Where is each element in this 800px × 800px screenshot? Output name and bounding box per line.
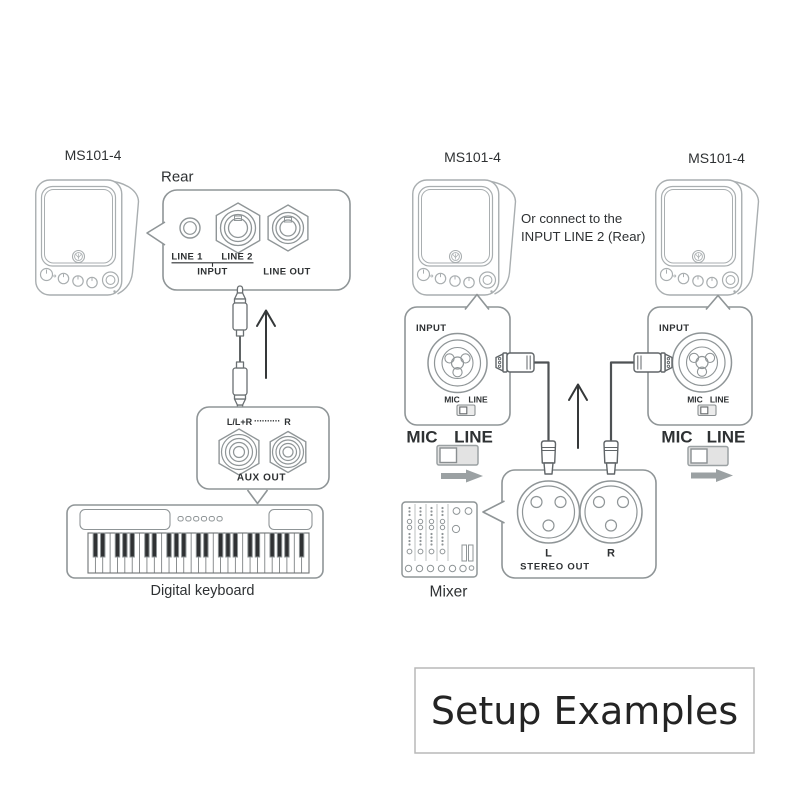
keyboard-label: Digital keyboard [151, 583, 255, 599]
aux-out-panel: L/L+R ·········· R AUX OUT [196, 406, 330, 505]
title-box: Setup Examples [414, 667, 755, 754]
up-arrow-left [256, 309, 276, 379]
piano-keys [92, 532, 305, 573]
keyboard-buttons [177, 516, 223, 522]
line2-jack [215, 202, 261, 254]
speaker-center-label: MS101-4 [444, 149, 501, 165]
xlr-plug-onto-stereo-l [540, 440, 557, 475]
line-large-right: LINE [707, 428, 746, 447]
phone-plug-bottom [232, 361, 248, 413]
input-bracket [171, 262, 254, 267]
line1-label: LINE 1 [171, 252, 203, 263]
rear-input-label: INPUT [197, 267, 228, 278]
note-line2: INPUT LINE 2 (Rear) [521, 229, 645, 244]
setup-examples-title: Setup Examples [431, 689, 738, 733]
stereo-out-label: STEREO OUT [520, 562, 590, 573]
note-line1: Or connect to the [521, 211, 622, 226]
mic-line-switch-left [436, 444, 479, 466]
stereo-out-panel: L R STEREO OUT [482, 469, 657, 579]
xlr-out-left [516, 480, 581, 544]
input-right-label: INPUT [659, 323, 690, 334]
aux-right-jack-label: R [284, 417, 291, 427]
speaker-left [35, 179, 140, 296]
rear-panel-pointer [146, 221, 166, 246]
mic-large-left: MIC [406, 428, 437, 447]
input-panel-left-pointer [464, 293, 490, 310]
digital-keyboard [66, 504, 324, 579]
aux-jack-right [269, 430, 307, 474]
line-small-left: LINE [468, 395, 488, 405]
xlr-cable-right [603, 352, 673, 475]
line-out-jack [267, 204, 309, 252]
aux-left-jack-label: L/L+R [227, 417, 253, 427]
line-small-right: LINE [710, 395, 730, 405]
mic-small-left: MIC [444, 395, 460, 405]
line2-label: LINE 2 [221, 252, 252, 263]
mic-line-setting-left: MIC LINE [406, 428, 493, 483]
mixer-label: Mixer [430, 584, 468, 601]
xlr-out-right [579, 480, 643, 544]
right-arrow-icon-right [691, 469, 733, 482]
right-arrow-icon-left [441, 469, 483, 483]
line-large-left: LINE [454, 428, 493, 447]
xlr-cable-left [495, 352, 557, 475]
speaker-right-label: MS101-4 [688, 150, 745, 166]
speaker-center [412, 179, 517, 296]
aux-panel-pointer [246, 489, 269, 505]
speaker-right [655, 179, 760, 296]
mixer [401, 501, 478, 578]
mixer-dots [408, 506, 444, 546]
mic-small-right: MIC [687, 395, 703, 405]
phone-plug-top [232, 285, 248, 337]
aux-out-label: AUX OUT [237, 473, 286, 484]
input-left-label: INPUT [416, 323, 447, 334]
xlr-plug-into-right-input [633, 352, 673, 373]
speaker-left-label: MS101-4 [65, 147, 122, 163]
mic-line-switch-right [687, 445, 729, 467]
phone-cable [232, 285, 248, 413]
xlr-plug-onto-stereo-r [603, 440, 619, 475]
aux-jack-left [218, 428, 260, 476]
line-out-label: LINE OUT [263, 267, 311, 278]
aux-dots: ·········· [254, 416, 280, 426]
input-panel-right: INPUT MIC LINE [647, 294, 753, 426]
keyboard-left-panel [79, 508, 171, 531]
mic-large-right: MIC [661, 428, 692, 447]
mic-line-setting-right: MIC LINE [661, 428, 746, 482]
xlr-plug-into-left-input [495, 352, 535, 373]
stereo-r-label: R [607, 548, 615, 560]
mic-line-switch-small-right [697, 404, 717, 417]
mixer-knobs [404, 507, 475, 573]
rear-panel: LINE 1 LINE 2 INPUT LINE OUT [146, 189, 351, 291]
mic-line-switch-small-left [456, 404, 476, 417]
stereo-panel-pointer [482, 500, 505, 524]
up-arrow-right [568, 383, 588, 449]
input-panel-left: INPUT MIC LINE [404, 293, 511, 426]
input-panel-right-pointer [705, 294, 731, 311]
rear-label: Rear [161, 169, 194, 186]
keyboard-right-panel [268, 508, 313, 531]
stereo-l-label: L [545, 548, 552, 560]
line1-jack [179, 217, 201, 239]
connection-note: Or connect to the INPUT LINE 2 (Rear) [521, 211, 645, 244]
